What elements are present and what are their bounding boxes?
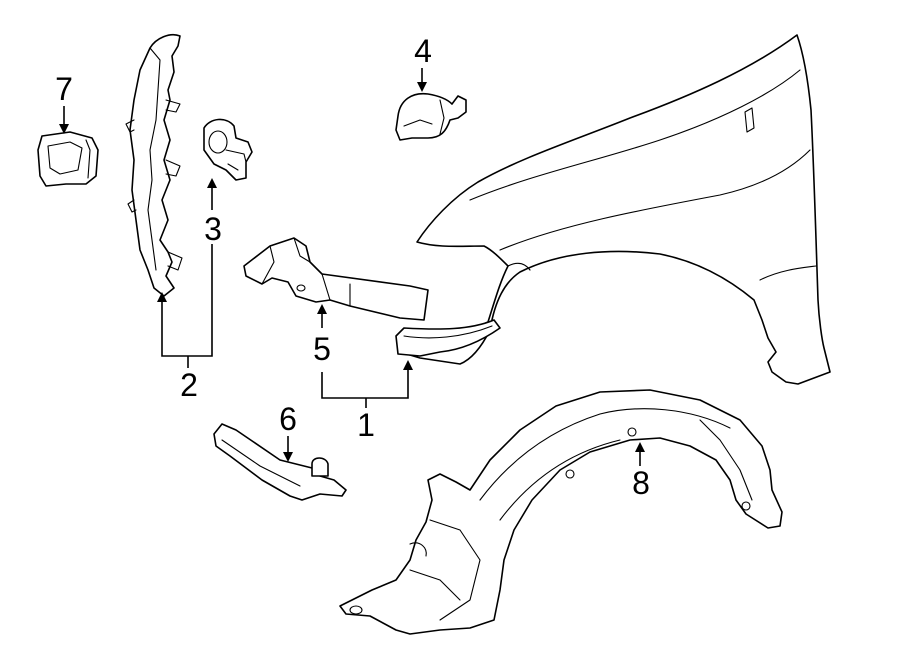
part-4-clip[interactable]	[395, 92, 467, 141]
callout-4: 4	[414, 33, 432, 69]
callout-2: 2	[180, 367, 198, 403]
part-2-vertical-seal[interactable]	[125, 33, 183, 297]
fender[interactable]	[397, 34, 831, 385]
part-8-fender-liner[interactable]	[339, 389, 783, 635]
part-3-clip[interactable]	[203, 118, 253, 181]
callout-6: 6	[279, 401, 297, 437]
callout-7: 7	[55, 71, 73, 107]
part-1-fender-bracket[interactable]	[395, 319, 501, 357]
part-7-block[interactable]	[37, 131, 99, 187]
leader-lines	[59, 68, 645, 466]
part-5-bracket[interactable]	[243, 237, 429, 321]
part-6-seal[interactable]	[213, 423, 347, 501]
callout-5: 5	[313, 331, 331, 367]
callout-8: 8	[632, 465, 650, 501]
callout-3: 3	[204, 211, 222, 247]
callout-1: 1	[357, 407, 375, 443]
